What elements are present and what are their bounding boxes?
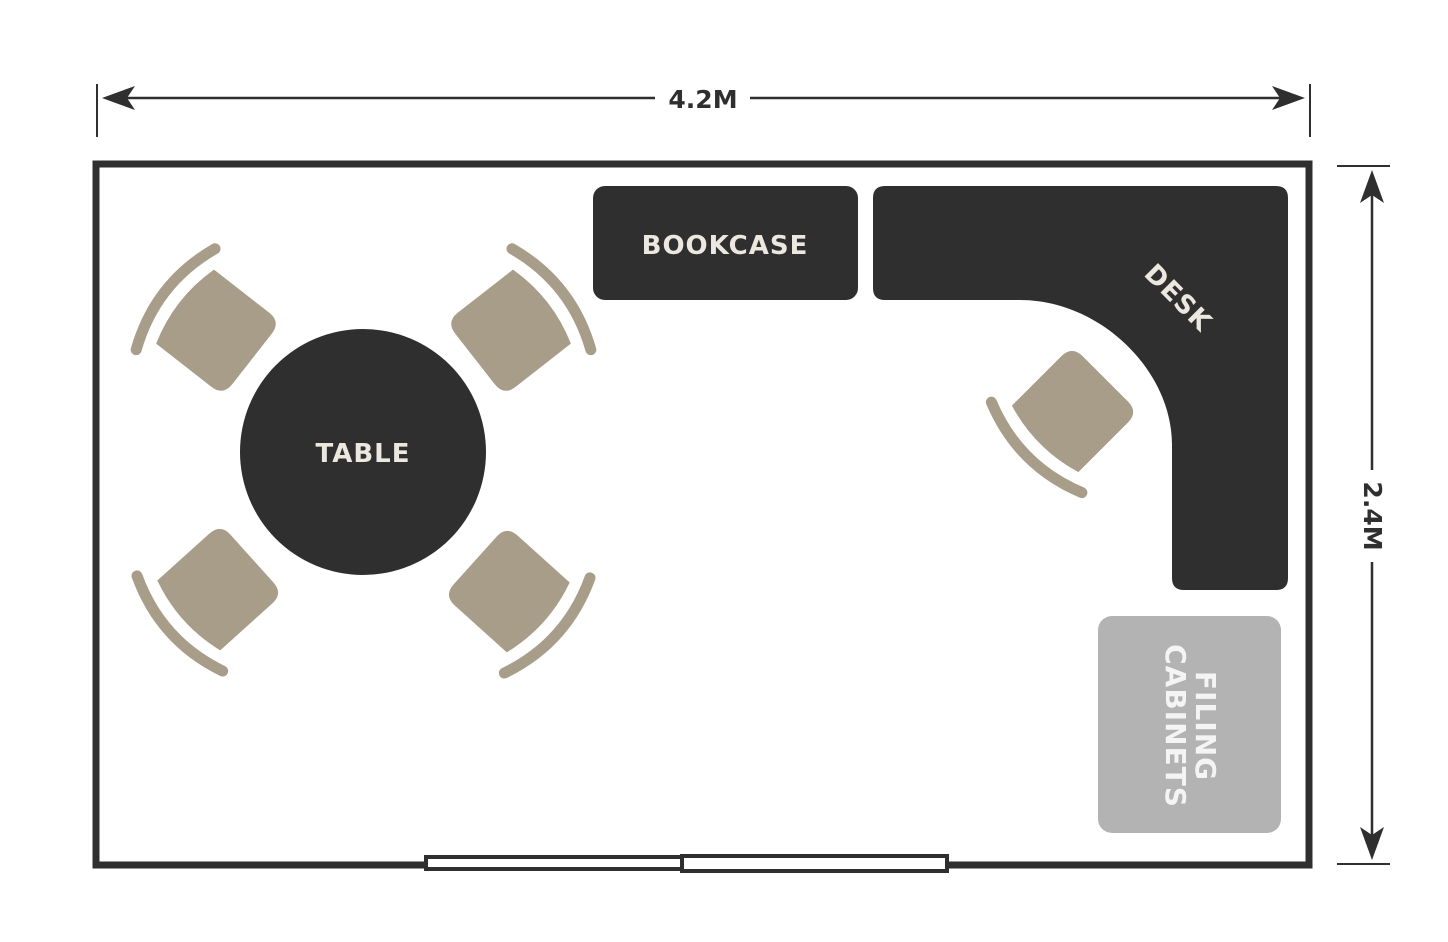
- arrow-down-icon: [1360, 827, 1384, 860]
- filing-cabinets[interactable]: FILING CABINETS: [1098, 616, 1281, 833]
- width-dimension: 4.2M: [96, 84, 1311, 137]
- arrow-left-icon: [102, 86, 135, 110]
- arrow-right-icon: [1272, 86, 1305, 110]
- height-label: 2.4M: [1358, 481, 1387, 550]
- filing-label-line2: CABINETS: [1159, 644, 1192, 808]
- table-chair-bottom-right[interactable]: [432, 513, 599, 682]
- arrow-up-icon: [1360, 170, 1384, 203]
- bookcase[interactable]: BOOKCASE: [593, 186, 858, 300]
- bookcase-label: BOOKCASE: [642, 231, 809, 261]
- sliding-door[interactable]: [424, 854, 949, 873]
- width-label: 4.2M: [668, 85, 737, 114]
- height-dimension: 2.4M: [1337, 165, 1390, 865]
- filing-label-line1: FILING: [1189, 671, 1222, 781]
- round-table[interactable]: TABLE: [240, 329, 486, 575]
- desk[interactable]: DESK: [873, 186, 1288, 590]
- table-chair-bottom-left[interactable]: [127, 511, 294, 680]
- table-label: TABLE: [316, 439, 411, 469]
- desk-chair[interactable]: [982, 334, 1150, 502]
